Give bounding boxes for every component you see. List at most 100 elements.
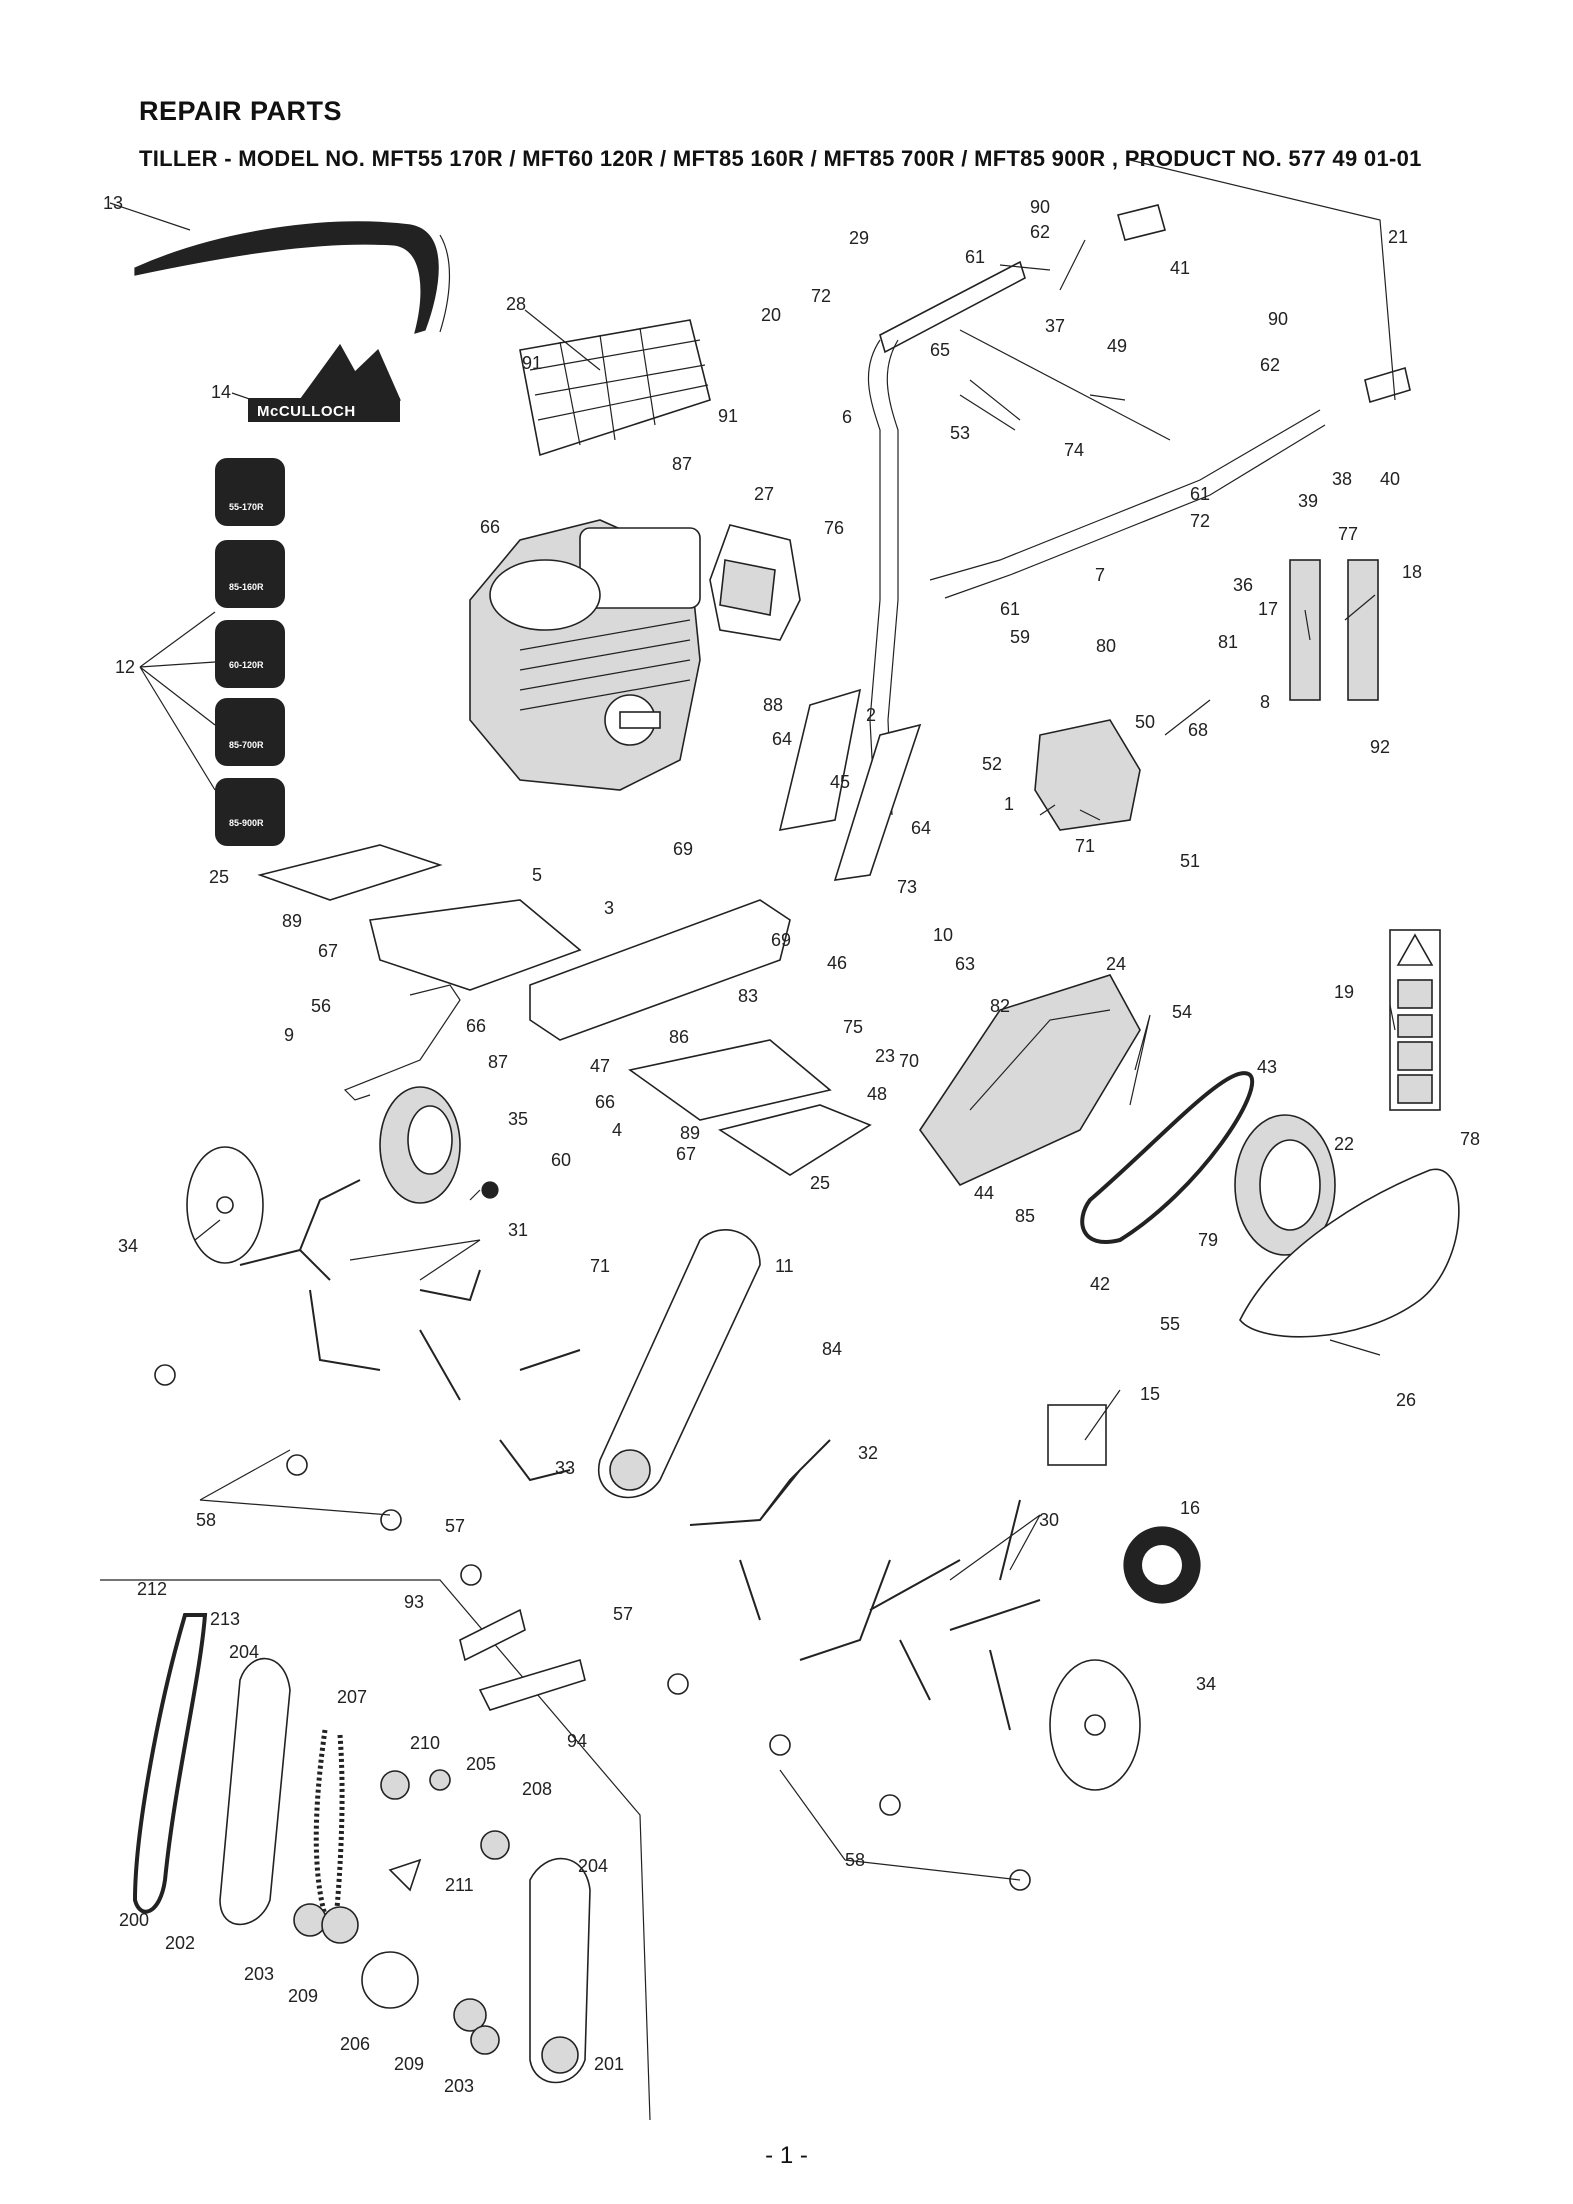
callout-213: 213 bbox=[210, 1609, 240, 1629]
callout-68: 68 bbox=[1188, 720, 1208, 740]
callout-78: 78 bbox=[1460, 1129, 1480, 1149]
callout-23: 23 bbox=[875, 1046, 895, 1066]
callout-28: 28 bbox=[506, 294, 526, 314]
callout-10: 10 bbox=[933, 925, 953, 945]
disc-34-right bbox=[1049, 1659, 1141, 1791]
callout-90b: 90 bbox=[1268, 309, 1288, 329]
callout-89a: 89 bbox=[282, 911, 302, 931]
callout-83: 83 bbox=[738, 986, 758, 1006]
callout-86: 86 bbox=[669, 1027, 689, 1047]
callout-55: 55 bbox=[1160, 1314, 1180, 1334]
callout-6: 6 bbox=[842, 407, 852, 427]
pulley-22 bbox=[1234, 1114, 1336, 1256]
callout-29: 29 bbox=[849, 228, 869, 248]
callout-7: 7 bbox=[1095, 565, 1105, 585]
callout-44: 44 bbox=[974, 1183, 994, 1203]
callout-16: 16 bbox=[1180, 1498, 1200, 1518]
callout-69a: 69 bbox=[673, 839, 693, 859]
decal-label-1: 55-170R bbox=[229, 502, 264, 512]
callout-15: 15 bbox=[1140, 1384, 1160, 1404]
callout-17: 17 bbox=[1258, 599, 1278, 619]
callout-32: 32 bbox=[858, 1443, 878, 1463]
callout-200: 200 bbox=[119, 1910, 149, 1930]
callout-46: 46 bbox=[827, 953, 847, 973]
decal-label-4: 85-700R bbox=[229, 740, 264, 750]
callout-202: 202 bbox=[165, 1933, 195, 1953]
callout-labels: 13 14 12 28 91 91 87 66 27 76 20 29 61 7… bbox=[103, 193, 1480, 2096]
callout-208: 208 bbox=[522, 1779, 552, 1799]
logo-label: McCULLOCH bbox=[257, 403, 356, 420]
callout-69b: 69 bbox=[771, 930, 791, 950]
callout-54: 54 bbox=[1172, 1002, 1192, 1022]
callout-48: 48 bbox=[867, 1084, 887, 1104]
callout-27: 27 bbox=[754, 484, 774, 504]
callout-20: 20 bbox=[761, 305, 781, 325]
model-subtitle: TILLER - MODEL NO. MFT55 170R / MFT60 12… bbox=[139, 146, 1422, 171]
callout-65: 65 bbox=[930, 340, 950, 360]
callout-61a: 61 bbox=[965, 247, 985, 267]
callout-81: 81 bbox=[1218, 632, 1238, 652]
callout-25b: 25 bbox=[810, 1173, 830, 1193]
callout-59: 59 bbox=[1010, 627, 1030, 647]
chain-case-11 bbox=[597, 1229, 761, 1499]
callout-93: 93 bbox=[404, 1592, 424, 1612]
callout-12: 12 bbox=[115, 657, 135, 677]
hearing-decal-16 bbox=[1123, 1526, 1201, 1604]
callout-64a: 64 bbox=[772, 729, 792, 749]
bracket-93 bbox=[459, 1608, 526, 1662]
callout-89b: 89 bbox=[680, 1123, 700, 1143]
callout-38: 38 bbox=[1332, 469, 1352, 489]
callout-206: 206 bbox=[340, 2034, 370, 2054]
swoosh-decal-13 bbox=[134, 221, 451, 334]
decal-label-2: 85-160R bbox=[229, 582, 264, 592]
handle-assembly bbox=[867, 204, 1411, 816]
callout-204b: 204 bbox=[578, 1856, 608, 1876]
page-number: - 1 - bbox=[765, 2142, 808, 2169]
callout-71a: 71 bbox=[1075, 836, 1095, 856]
callout-56: 56 bbox=[311, 996, 331, 1016]
callout-33: 33 bbox=[555, 1458, 575, 1478]
callout-47: 47 bbox=[590, 1056, 610, 1076]
callout-8: 8 bbox=[1260, 692, 1270, 712]
depth-bar-9 bbox=[343, 984, 461, 1101]
callout-24: 24 bbox=[1106, 954, 1126, 974]
skid-25-lower bbox=[718, 1104, 872, 1176]
callout-57b: 57 bbox=[613, 1604, 633, 1624]
callout-85: 85 bbox=[1015, 1206, 1035, 1226]
callout-70: 70 bbox=[899, 1051, 919, 1071]
transport-wheel-35 bbox=[379, 1086, 461, 1204]
callout-9: 9 bbox=[284, 1025, 294, 1045]
callout-80: 80 bbox=[1096, 636, 1116, 656]
callout-90a: 90 bbox=[1030, 197, 1050, 217]
callout-36: 36 bbox=[1233, 575, 1253, 595]
decal-15 bbox=[1047, 1404, 1107, 1466]
callout-204a: 204 bbox=[229, 1642, 259, 1662]
callout-61b: 61 bbox=[1190, 484, 1210, 504]
callout-66c: 66 bbox=[595, 1092, 615, 1112]
callout-72a: 72 bbox=[811, 286, 831, 306]
callout-77: 77 bbox=[1338, 524, 1358, 544]
disc-34-left bbox=[186, 1146, 264, 1264]
side-bracket-2 bbox=[778, 688, 922, 881]
callout-91b: 91 bbox=[718, 406, 738, 426]
muffler-guard-27 bbox=[709, 524, 801, 641]
plate-5 bbox=[369, 899, 582, 991]
callout-51: 51 bbox=[1180, 851, 1200, 871]
callout-35: 35 bbox=[508, 1109, 528, 1129]
frame-3 bbox=[529, 899, 791, 1041]
callout-91a: 91 bbox=[522, 353, 542, 373]
callout-3: 3 bbox=[604, 898, 614, 918]
engine-assembly bbox=[469, 519, 701, 791]
callout-211: 211 bbox=[445, 1875, 474, 1895]
callout-66b: 66 bbox=[466, 1016, 486, 1036]
callout-1: 1 bbox=[1004, 794, 1014, 814]
callout-31: 31 bbox=[508, 1220, 528, 1240]
callout-40: 40 bbox=[1380, 469, 1400, 489]
belt-cover-26 bbox=[1239, 1168, 1460, 1338]
callout-64b: 64 bbox=[911, 818, 931, 838]
callout-58b: 58 bbox=[845, 1850, 865, 1870]
callout-19: 19 bbox=[1334, 982, 1354, 1002]
callout-203a: 203 bbox=[244, 1964, 274, 1984]
decal-label-3: 60-120R bbox=[229, 660, 264, 670]
plate-4 bbox=[628, 1039, 832, 1121]
